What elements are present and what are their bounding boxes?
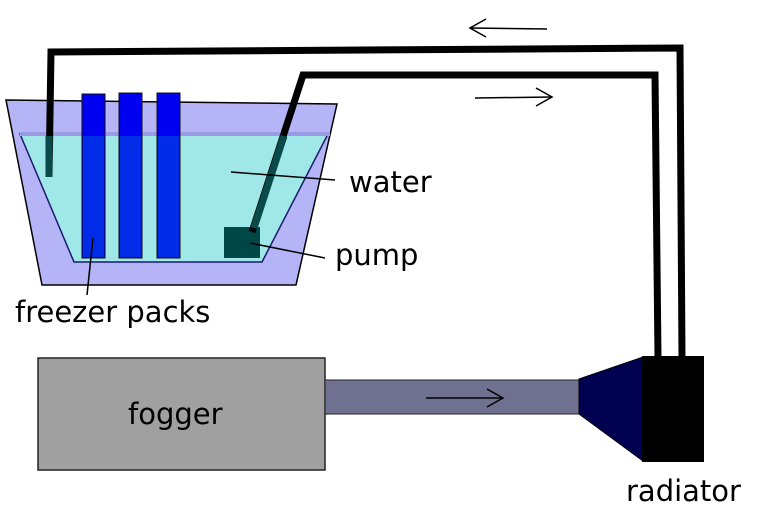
fogger-label: fogger	[128, 397, 223, 431]
radiator-label: radiator	[626, 474, 741, 508]
water-label: water	[349, 165, 432, 199]
pump-leader	[249, 242, 326, 259]
freezer-leader	[86, 237, 94, 296]
pump-label: pump	[335, 238, 418, 272]
water-leader	[230, 171, 336, 181]
fogger	[37, 357, 326, 471]
freezer-packs	[81, 92, 181, 259]
arrow-left-icon	[468, 18, 548, 38]
freezer-packs-label: freezer packs	[15, 295, 210, 329]
arrow-right-icon	[426, 388, 505, 408]
arrow-right-icon	[474, 87, 554, 107]
return-pipe	[45, 44, 686, 359]
air-duct	[324, 379, 580, 415]
fan-cone	[578, 356, 644, 462]
radiator	[642, 356, 704, 462]
